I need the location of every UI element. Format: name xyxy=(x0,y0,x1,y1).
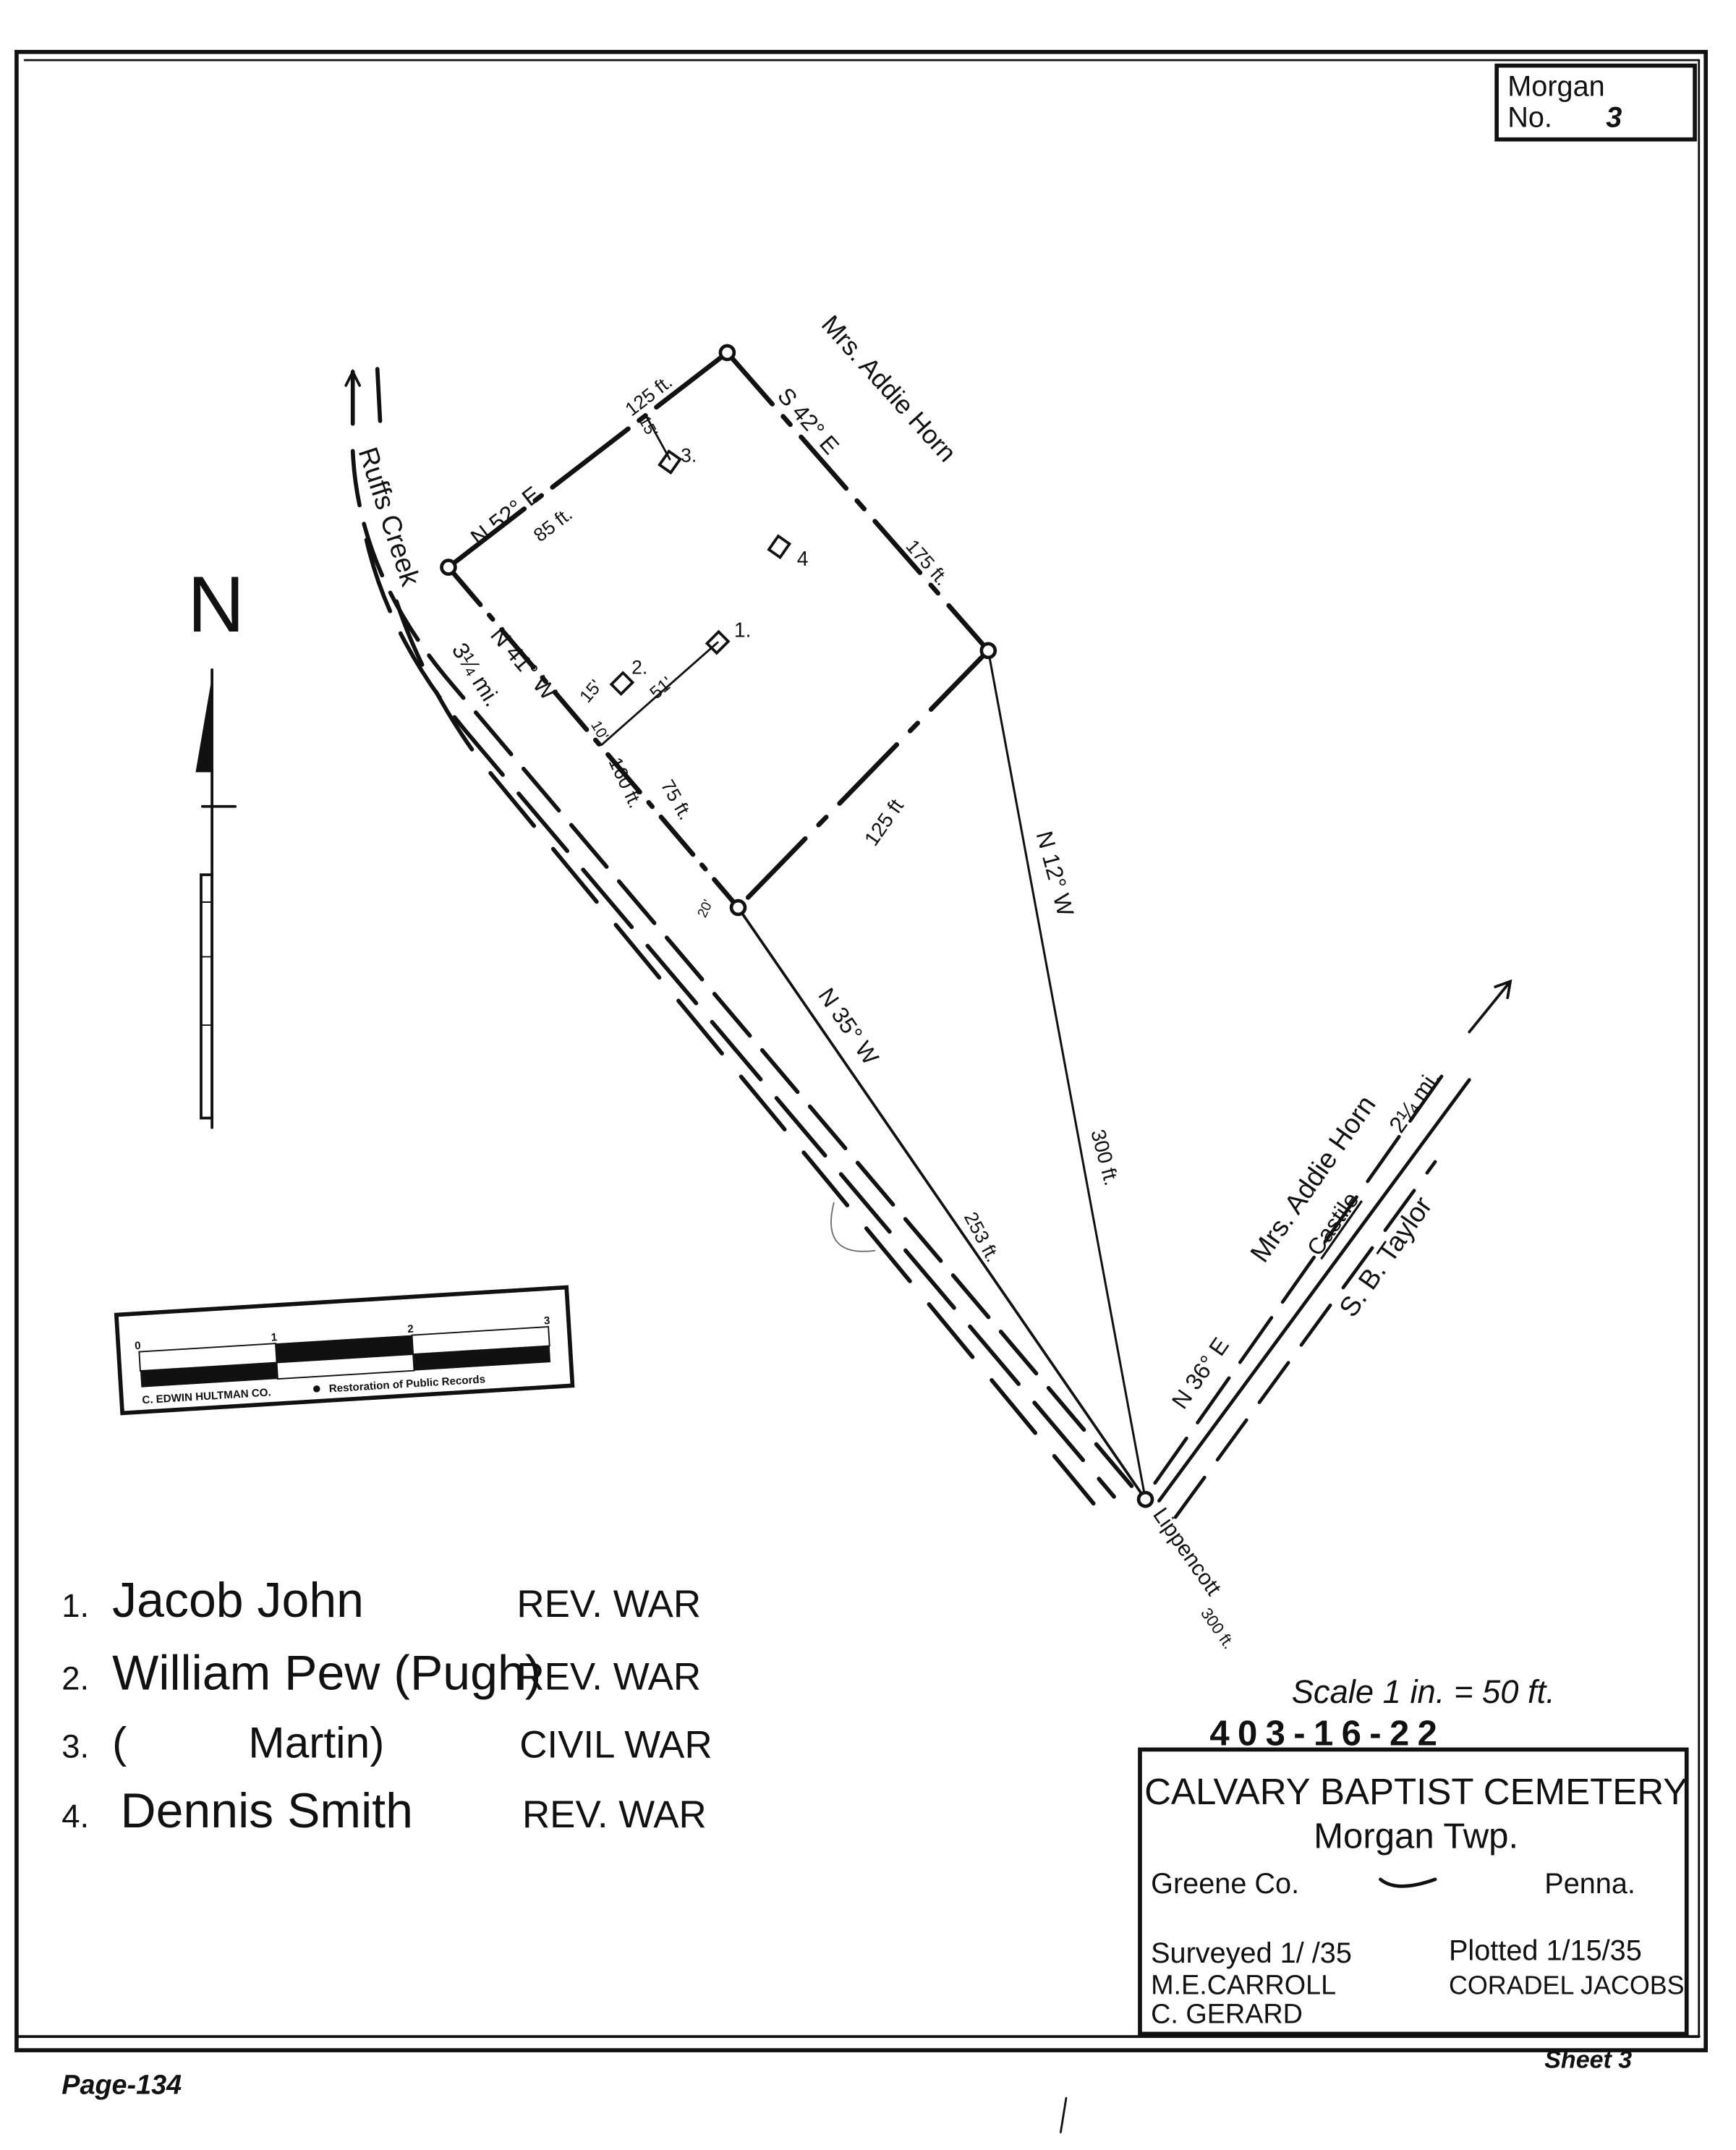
road-bearing: N 36° E xyxy=(1167,1333,1234,1414)
ruler-tick-2: 2 xyxy=(407,1323,414,1335)
grave-4-icon xyxy=(767,534,792,560)
record-number: 403-16-22 xyxy=(1209,1715,1445,1754)
scale-ruler: 0 1 2 3 C. EDWIN HULTMAN CO. Restoration… xyxy=(114,1285,575,1416)
sheet-number-box: Morgan No. 3 xyxy=(1494,63,1697,142)
legend-war: CIVIL WAR xyxy=(519,1724,712,1767)
cemetery-lot-boundary xyxy=(440,344,1154,1508)
grave-1-offset: 51' xyxy=(647,674,677,703)
north-arrow-head-icon xyxy=(195,676,213,773)
surveyed-date: Surveyed 1/ /35 xyxy=(1151,1937,1352,1969)
legend-name: Dennis Smith xyxy=(121,1783,413,1838)
grave-2-icon xyxy=(609,671,635,697)
grave-2-offset: 15' xyxy=(576,676,606,707)
legend-num: 3. xyxy=(61,1728,89,1765)
sheet-number: Sheet 3 xyxy=(1544,2047,1632,2074)
north-label: N xyxy=(187,561,244,649)
county: Greene Co. xyxy=(1151,1868,1299,1900)
legend-war: REV. WAR xyxy=(516,1655,701,1698)
sw-length-2: 160 ft. xyxy=(605,754,647,811)
plotted-date: Plotted 1/15/35 xyxy=(1449,1934,1642,1966)
sheet-box-township: Morgan xyxy=(1507,70,1604,102)
legend-item: 3. ( Martin) CIVIL WAR xyxy=(61,1718,712,1767)
nw-bearing: N 52° E xyxy=(466,481,545,551)
ruler-tick-1: 1 xyxy=(271,1331,277,1343)
ruler-tick-3: 3 xyxy=(543,1314,550,1327)
legend-name: Jacob John xyxy=(112,1573,364,1628)
legend-name: William Pew (Pugh) xyxy=(112,1645,541,1700)
grave-3-label: 3. xyxy=(681,445,697,467)
grave-1-icon xyxy=(705,629,731,655)
surveyor-2: C. GERARD xyxy=(1151,1999,1303,2029)
sheet-box-number: 3 xyxy=(1606,102,1622,134)
corner-marker-icon xyxy=(729,898,747,917)
legend-num: 1. xyxy=(61,1587,89,1624)
legend-num: 2. xyxy=(61,1660,89,1696)
grave-4-label: 4 xyxy=(797,548,809,571)
legend-item: 4. Dennis Smith REV. WAR xyxy=(61,1783,706,1838)
legend-war: REV. WAR xyxy=(522,1793,707,1836)
legend-war: REV. WAR xyxy=(516,1583,701,1626)
corner-marker-icon xyxy=(979,642,997,660)
flourish-icon xyxy=(1379,1877,1437,1888)
state: Penna. xyxy=(1544,1868,1635,1900)
road-arrow-icon xyxy=(1468,980,1512,1034)
corner-marker-icon xyxy=(718,344,736,362)
plotter: CORADEL JACOBS xyxy=(1449,1971,1685,2000)
nw-length: 85 ft. xyxy=(529,503,576,546)
township: Morgan Twp. xyxy=(1314,1817,1518,1856)
right-bearing: N 12° W xyxy=(1031,828,1079,919)
right-length: 300 ft. xyxy=(1086,1127,1123,1188)
lower-offset: 20' xyxy=(695,898,716,920)
legend-name: ( Martin) xyxy=(112,1718,384,1767)
creek-label: Ruffs Creek xyxy=(352,443,425,590)
scale-text: Scale 1 in. = 50 ft. xyxy=(1292,1673,1555,1710)
legend-item: 2. William Pew (Pugh) REV. WAR xyxy=(61,1645,701,1700)
corner-marker-icon xyxy=(440,558,457,576)
grave-markers: 1. 2. 3. 4 15' 15' 51' xyxy=(576,412,809,707)
grave-3-icon xyxy=(658,449,682,475)
legend-item: 1. Jacob John REV. WAR xyxy=(61,1573,701,1628)
castile-road: N 36° E Mrs. Addie Horn Castile 2¼ mi. S… xyxy=(1148,979,1512,1652)
burial-legend: 1. Jacob John REV. WAR 2. William Pew (P… xyxy=(61,1573,712,1838)
lower-length: 253 ft. xyxy=(960,1208,1004,1265)
ruler-tick-0: 0 xyxy=(135,1340,141,1352)
title-block: CALVARY BAPTIST CEMETERY Morgan Twp. Gre… xyxy=(1138,1747,1689,2036)
grave-2-label: 2. xyxy=(631,656,647,678)
lower-bearing: N 35° W xyxy=(813,983,884,1070)
lippencott-distance: 300 ft. xyxy=(1197,1604,1238,1652)
corner-marker-icon xyxy=(1136,1490,1154,1508)
grave-1-label: 1. xyxy=(734,619,752,642)
north-arrow: N xyxy=(187,561,244,1129)
se-length: 125 ft xyxy=(860,795,909,851)
sheet-border xyxy=(14,49,1709,2052)
legend-num: 4. xyxy=(61,1798,89,1835)
sheet-box-no: No. xyxy=(1507,102,1552,134)
cemetery-title: CALVARY BAPTIST CEMETERY xyxy=(1144,1771,1688,1812)
page-number: Page-134 xyxy=(61,2070,182,2101)
surveyor-1: M.E.CARROLL xyxy=(1151,1971,1336,2001)
lippencott-label: Lippencott xyxy=(1148,1504,1225,1601)
